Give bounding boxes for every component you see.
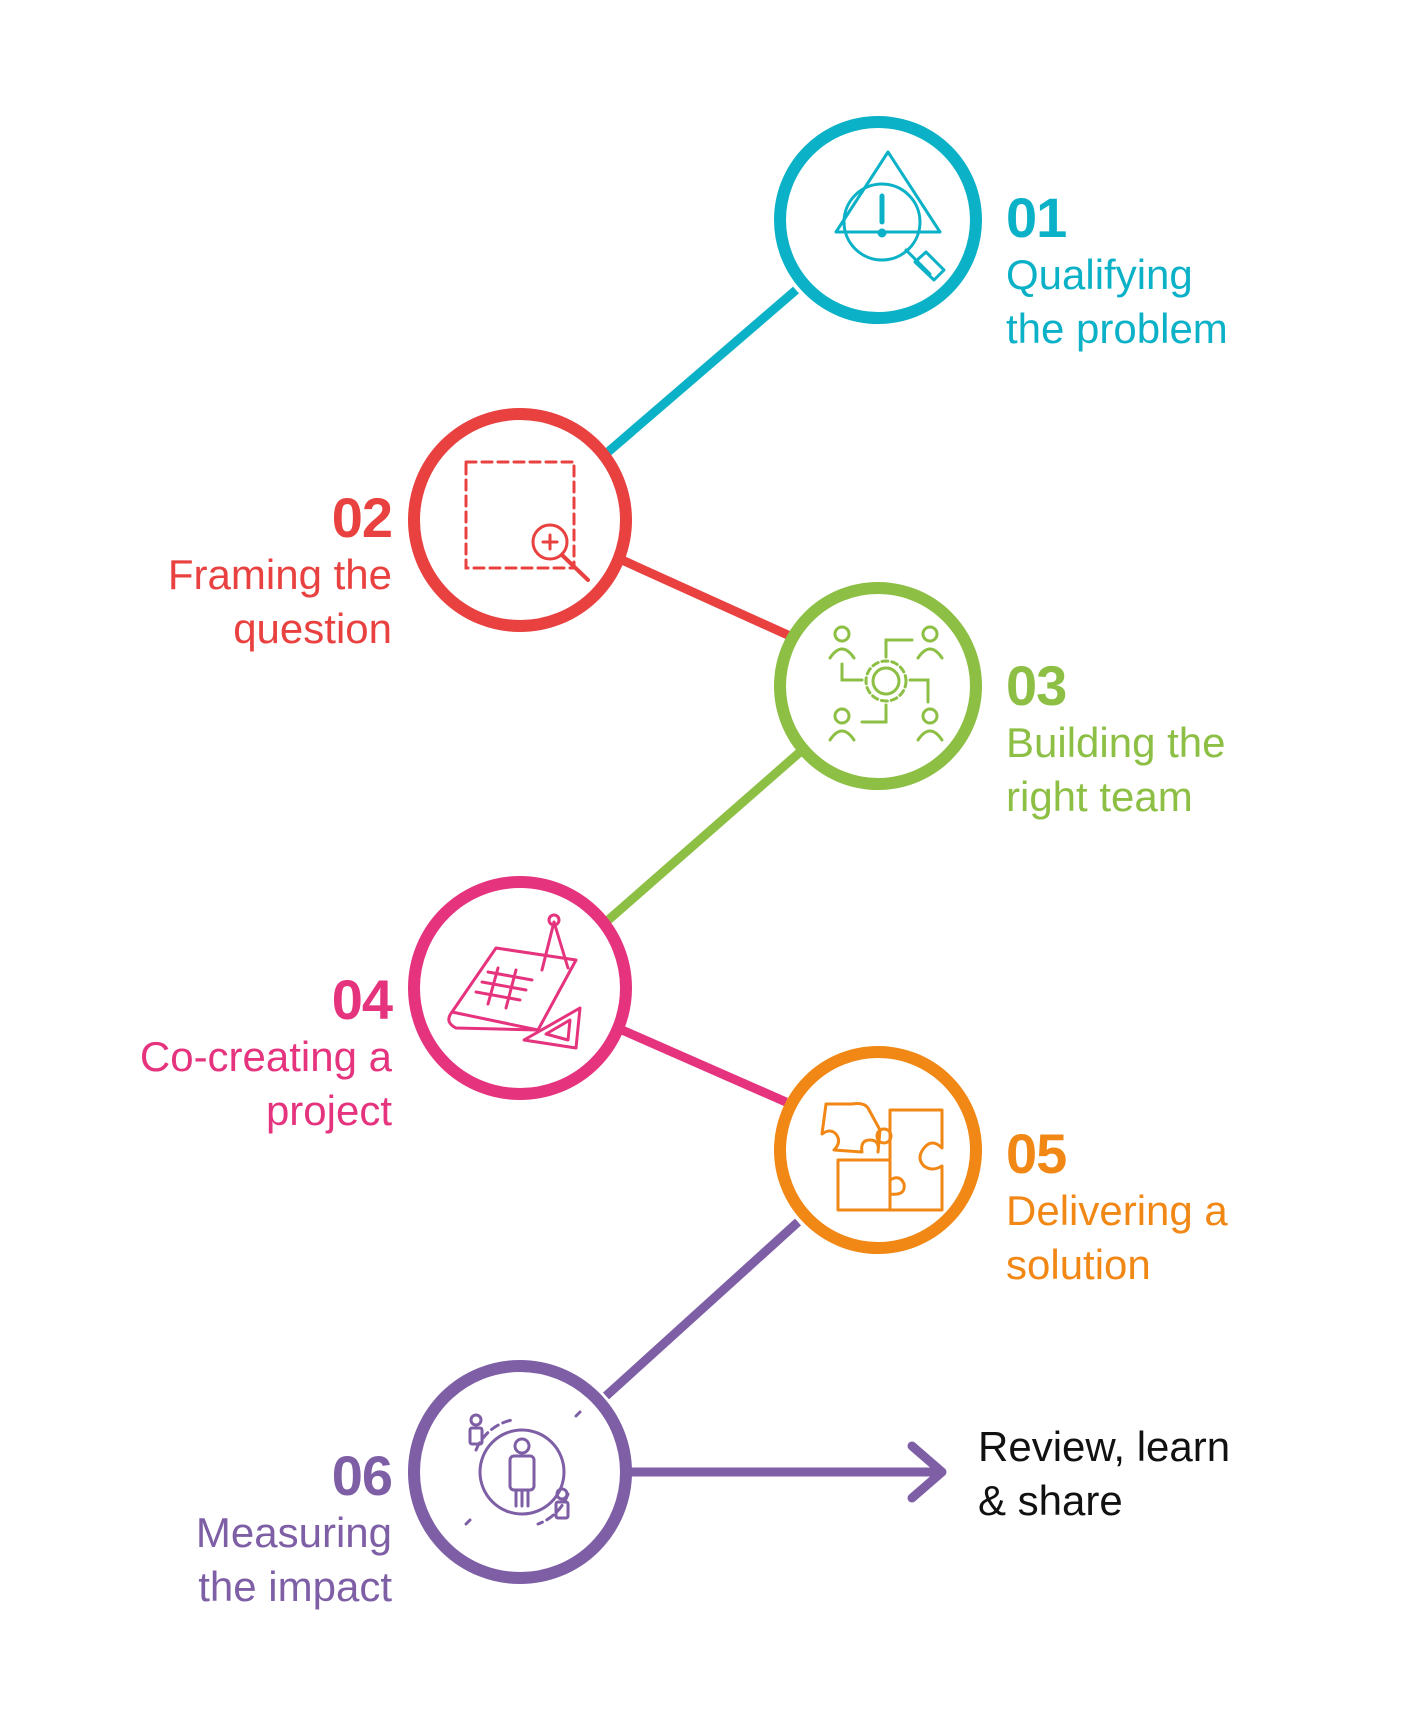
step-05-number: 05 <box>1006 1122 1067 1185</box>
step-06-title-line2: the impact <box>198 1563 392 1610</box>
puzzle-icon <box>820 1102 944 1212</box>
person-target-icon <box>464 1410 582 1526</box>
step-02-label: 02 Framing the question <box>12 486 393 656</box>
step-04-label: 04 Co-creating a project <box>12 968 393 1138</box>
step-01-number: 01 <box>1006 186 1067 249</box>
step-02-node <box>408 408 632 632</box>
step-03-title-line2: right team <box>1006 773 1193 820</box>
step-06-title-line1: Measuring <box>195 1509 392 1556</box>
step-05-node <box>774 1046 982 1254</box>
final-step-line1: Review, learn <box>978 1423 1231 1470</box>
step-04-node <box>408 876 632 1100</box>
connector-03-04 <box>603 748 803 926</box>
connector-04-05 <box>620 1025 788 1107</box>
step-05-label: 05 Delivering a solution <box>1006 1124 1386 1292</box>
connector-02-03 <box>620 555 792 641</box>
step-01-label: 01 Qualifying the problem <box>1006 188 1386 356</box>
step-01-node <box>774 116 982 324</box>
step-04-number: 04 <box>331 968 393 1031</box>
step-03-node <box>774 582 982 790</box>
blueprint-compass-icon <box>447 913 582 1050</box>
step-05-title-line1: Delivering a <box>1006 1187 1228 1234</box>
step-06-label: 06 Measuring the impact <box>12 1444 393 1614</box>
step-03-number: 03 <box>1006 654 1067 717</box>
final-step-line2: & share <box>978 1477 1123 1524</box>
step-04-title-line1: Co-creating a <box>139 1033 392 1080</box>
step-01-title-line2: the problem <box>1006 305 1228 352</box>
step-06-number: 06 <box>331 1444 393 1507</box>
arrow-right-icon <box>907 1441 947 1503</box>
step-02-title-line2: question <box>233 605 392 652</box>
step-06-node <box>408 1360 632 1584</box>
step-03-label: 03 Building the right team <box>1006 656 1386 824</box>
connector-01-02 <box>605 286 799 456</box>
connector-05-06 <box>602 1218 802 1400</box>
team-gear-icon <box>828 625 944 742</box>
step-02-title-line1: Framing the <box>167 551 392 598</box>
final-step-label: Review, learn & share <box>978 1420 1338 1528</box>
step-02-number: 02 <box>331 486 393 549</box>
warning-magnifier-icon <box>834 150 946 282</box>
step-03-title-line1: Building the <box>1006 719 1226 766</box>
step-04-title-line2: project <box>265 1087 392 1134</box>
step-05-title-line2: solution <box>1006 1241 1151 1288</box>
step-01-title-line1: Qualifying <box>1006 251 1193 298</box>
frame-zoom-icon <box>464 460 590 582</box>
